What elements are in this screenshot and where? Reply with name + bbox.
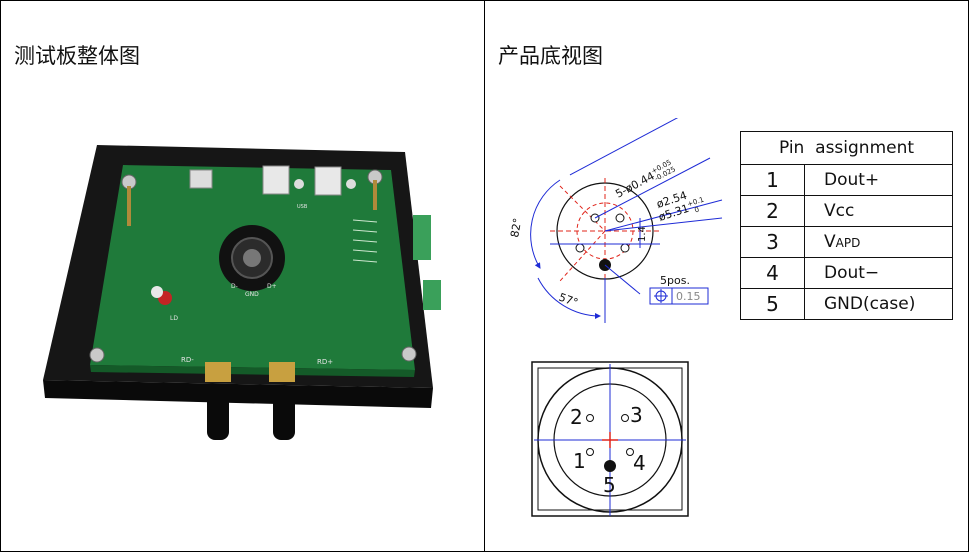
pin-name: GND(case)	[804, 288, 953, 320]
bottom-pin-label-1: 1	[573, 449, 586, 473]
pin-5-dot	[604, 460, 616, 472]
pin-number: 1	[740, 164, 805, 196]
sma-connector-right	[269, 362, 295, 382]
bottom-pin-label-2: 2	[570, 405, 583, 429]
table-row: 5 GND(case)	[740, 288, 953, 320]
pin-1	[575, 243, 585, 253]
pos-tolerance: 0.15	[676, 290, 701, 303]
left-cell-title: 测试板整体图	[14, 44, 140, 68]
table-row: 2 Vcc	[740, 195, 953, 227]
angle-57: 57°	[557, 291, 580, 310]
usb-connector-1	[262, 165, 290, 195]
silk-label-ld: LD	[170, 315, 178, 322]
bottom-pin-label-5: 5	[603, 473, 616, 497]
silk-label-d-minus: D-	[231, 283, 238, 290]
usb-connector-2	[314, 166, 342, 196]
test-board-photo: RD- RD+ D- D+ GND LD USB	[43, 145, 441, 440]
pin-name-main: V	[824, 232, 836, 252]
pin-table-header: Pin assignment	[740, 131, 953, 165]
sma-connector-left	[205, 362, 231, 382]
pin-name: Vcc	[804, 195, 953, 227]
connector-left	[189, 169, 213, 189]
silk-label-gnd: GND	[245, 291, 259, 298]
package-bottom-view: 2 3 1 4 5	[531, 361, 689, 517]
sma-cap-right	[273, 388, 295, 440]
pin-number: 5	[740, 288, 805, 320]
bottom-pin-label-4: 4	[633, 451, 646, 475]
right-cell-title: 产品底视图	[498, 44, 603, 68]
pin-number: 2	[740, 195, 805, 227]
position-tolerance-box	[649, 287, 709, 305]
pin-name: VAPD	[804, 226, 953, 258]
silk-label-rd-minus: RD-	[181, 356, 194, 364]
header-pin: Pin	[778, 138, 805, 158]
table-row: 3 VAPD	[740, 226, 953, 258]
pin-4	[620, 243, 630, 253]
pin-assignment-table: Pin assignment 1 Dout+ 2 Vcc 3 VAPD 4 Do…	[740, 131, 953, 320]
pos-label: 5pos.	[660, 274, 690, 287]
case-front	[43, 380, 433, 408]
pin-number: 3	[740, 226, 805, 258]
screw-br	[401, 346, 417, 362]
sma-cap-left	[207, 388, 229, 440]
angle-82: 82°	[508, 217, 524, 238]
table-row: 4 Dout−	[740, 257, 953, 289]
pin-name: Dout−	[804, 257, 953, 289]
column-divider	[484, 0, 485, 552]
pin-3	[615, 213, 625, 223]
dim-offset: 1.4	[637, 226, 648, 242]
pin-number: 4	[740, 257, 805, 289]
bottom-view-dimension-drawing: 5-ø0.44+0.05-0.025 ø2.54 ø5.31+0.10 1.4 …	[508, 118, 723, 323]
terminal-block-top	[413, 215, 431, 260]
silk-label-rd-plus: RD+	[317, 358, 333, 366]
pin-name-subscript: APD	[835, 236, 861, 250]
table-row: 1 Dout+	[740, 164, 953, 196]
bottom-pin-label-3: 3	[630, 403, 643, 427]
pcb-edge	[90, 365, 415, 377]
pin-name: Dout+	[804, 164, 953, 196]
terminal-block-bottom	[423, 280, 441, 310]
silk-label-usb: USB	[297, 204, 308, 210]
header-assignment: assignment	[815, 138, 915, 158]
silk-label-d-plus: D+	[267, 283, 277, 290]
screw-bl	[89, 347, 105, 363]
